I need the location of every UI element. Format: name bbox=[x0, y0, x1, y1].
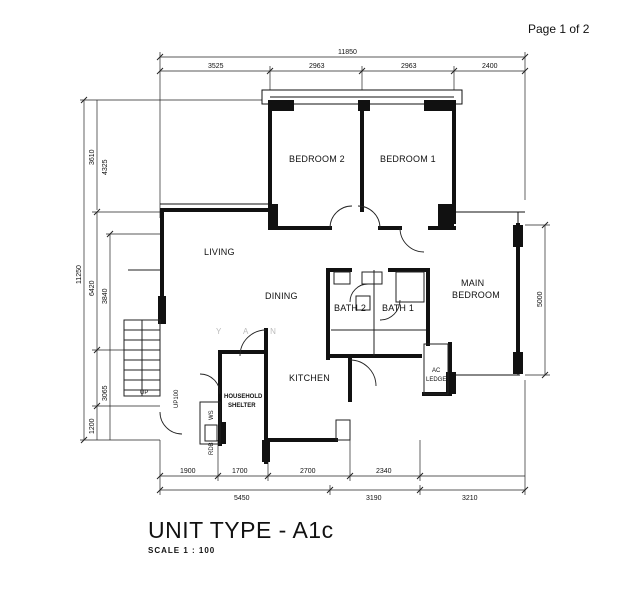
room-main-bedroom-line1: MAIN bbox=[461, 278, 484, 288]
room-shelter-line1: HOUSEHOLD bbox=[224, 394, 263, 400]
dim-bottom2-3: 3210 bbox=[462, 495, 478, 502]
dim-bottom-4: 2340 bbox=[376, 468, 392, 475]
room-living: LIVING bbox=[204, 247, 235, 257]
room-dining: DINING bbox=[265, 291, 298, 301]
dim-left-a: 3610 bbox=[89, 149, 96, 165]
room-bedroom-1: BEDROOM 1 bbox=[380, 154, 436, 164]
dim-top-total: 11850 bbox=[338, 49, 357, 56]
plan-title: UNIT TYPE - A1c bbox=[148, 517, 334, 543]
door-swings bbox=[159, 205, 425, 435]
dim-left-total: 11250 bbox=[76, 265, 83, 284]
staircase bbox=[123, 319, 161, 397]
label-rdb: RDB bbox=[209, 442, 215, 455]
dim-left-c: 6420 bbox=[89, 280, 96, 296]
room-main-bedroom-line2: BEDROOM bbox=[452, 290, 500, 300]
dim-top-2: 2963 bbox=[309, 63, 325, 70]
dim-bottom-2: 1700 bbox=[232, 468, 248, 475]
dim-bottom2-1: 5450 bbox=[234, 495, 250, 502]
room-bath-2: BATH 2 bbox=[334, 303, 366, 313]
floor-plan: 11850 3525 2963 2963 2400 1900 1700 2700… bbox=[76, 49, 550, 502]
room-ac-line2: LEDGE bbox=[426, 377, 446, 383]
dim-bottom-3: 2700 bbox=[300, 468, 316, 475]
interior-lines bbox=[128, 269, 449, 445]
dim-top-4: 2400 bbox=[482, 63, 498, 70]
room-bath-1: BATH 1 bbox=[382, 303, 414, 313]
window-outlines bbox=[160, 89, 525, 376]
dimension-lines bbox=[80, 52, 550, 495]
room-kitchen: KITCHEN bbox=[289, 373, 330, 383]
dim-bottom2-2: 3190 bbox=[366, 495, 382, 502]
dim-right-1: 5000 bbox=[537, 291, 544, 307]
watermark: Y A N bbox=[216, 327, 286, 336]
dimension-ticks bbox=[80, 53, 549, 494]
dim-top-1: 3525 bbox=[208, 63, 224, 70]
dim-left-e: 3065 bbox=[102, 385, 109, 401]
dim-bottom-1: 1900 bbox=[180, 468, 196, 475]
label-up: UP bbox=[140, 390, 148, 396]
wall-blocks bbox=[158, 100, 523, 462]
plan-scale: SCALE 1 : 100 bbox=[148, 546, 216, 555]
room-bedroom-2: BEDROOM 2 bbox=[289, 154, 345, 164]
room-shelter-line2: SHELTER bbox=[228, 403, 256, 409]
dim-left-b: 4325 bbox=[102, 159, 109, 175]
dim-left-d: 3840 bbox=[102, 288, 109, 304]
page-number-label: Page 1 of 2 bbox=[528, 22, 590, 36]
dim-top-3: 2963 bbox=[401, 63, 417, 70]
label-up100: UP100 bbox=[174, 389, 180, 408]
label-ws: WS bbox=[209, 410, 215, 420]
room-ac-line1: AC bbox=[432, 368, 441, 374]
dim-left-f: 1200 bbox=[89, 418, 96, 434]
